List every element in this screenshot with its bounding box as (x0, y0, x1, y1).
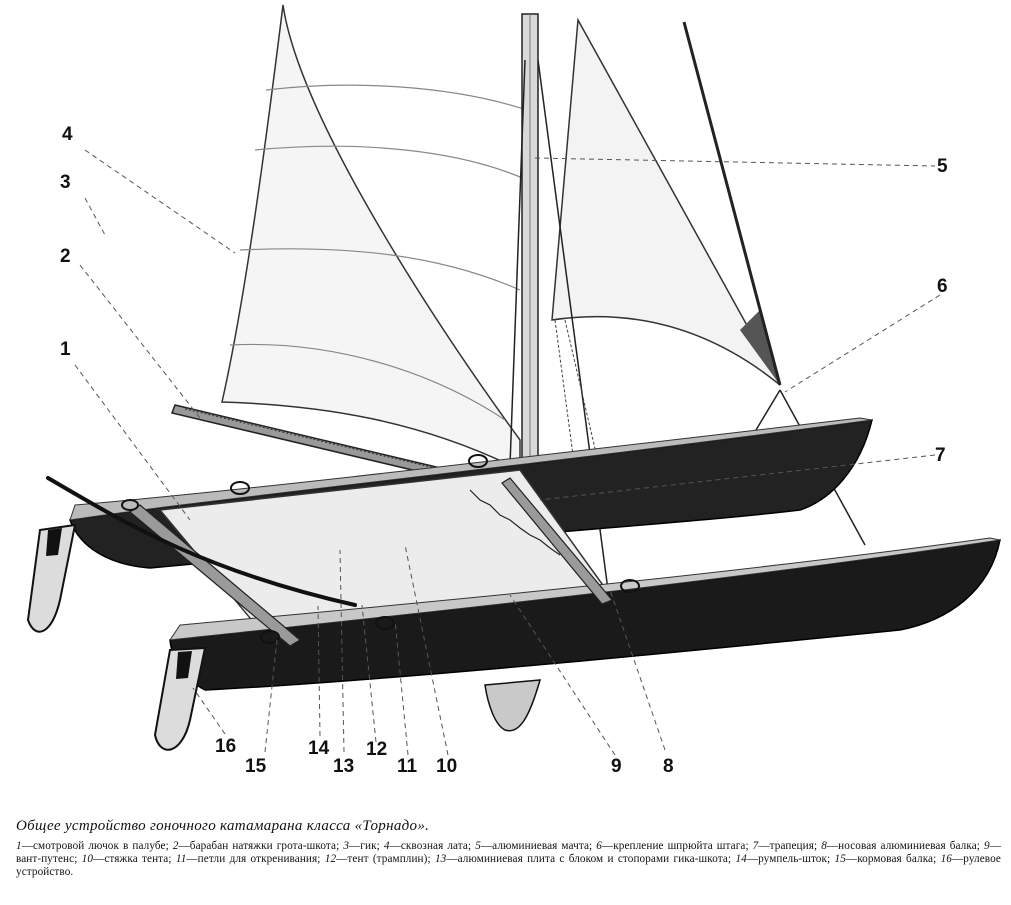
legend-item-number: 9 (984, 840, 990, 852)
callout-2: 2 (60, 246, 71, 267)
legend-item-number: 6 (596, 840, 602, 852)
legend-item-text: —крепление шпрюйта штага; (601, 840, 749, 852)
mainsail (221, 4, 521, 472)
legend-item: 9—вант-путенс; (16, 840, 1001, 865)
callout-1: 1 (60, 339, 71, 360)
jib-sail (551, 17, 781, 386)
legend-item-text: —сквозная лата; (389, 840, 472, 852)
caption-title: Общее устройство гоночного катамарана кл… (16, 818, 430, 834)
inspection-hatches (121, 454, 640, 644)
callout-7: 7 (935, 445, 946, 466)
legend-item-text: —тент (трамплин); (336, 853, 431, 865)
callout-9: 9 (611, 756, 622, 777)
callout-12: 12 (366, 739, 387, 760)
callout-6: 6 (937, 276, 948, 297)
legend-item: 11—петли для откренивания; (176, 853, 321, 865)
rudders (26, 523, 207, 751)
legend-item: 10—стяжка тента; (82, 853, 172, 865)
figure-caption: Общее устройство гоночного катамарана кл… (16, 818, 1001, 879)
legend-item: 12—тент (трамплин); (325, 853, 431, 865)
legend-item: 16—рулевое устройство. (16, 853, 1001, 878)
centreboard (484, 679, 542, 732)
far-hull-deck (69, 417, 873, 521)
legend-item-text: —носовая алюминиевая балка; (826, 840, 981, 852)
legend-item: 13—алюминиевая плита с блоком и стопорам… (435, 853, 731, 865)
callout-3: 3 (60, 172, 71, 193)
legend-item-text: —кормовая балка; (845, 853, 937, 865)
callout-14: 14 (308, 738, 330, 759)
legend-item: 15—кормовая балка; (835, 853, 937, 865)
legend-item: 4—сквозная лата; (384, 840, 471, 852)
callout-15: 15 (245, 756, 267, 777)
legend-item-number: 15 (834, 853, 846, 865)
callout-4: 4 (62, 124, 73, 145)
legend-item: 5—алюминиевая мачта; (475, 840, 592, 852)
trampoline-lacing (469, 489, 561, 556)
catamaran-diagram: 1 2 3 4 5 6 7 8 9 10 11 12 13 14 15 16 (26, 4, 1001, 777)
caption-legend: 1—смотровой лючок в палубе; 2—барабан на… (16, 840, 1001, 879)
legend-item-text: —смотровой лючок в палубе; (21, 840, 169, 852)
callout-10: 10 (436, 756, 457, 777)
legend-item: 2—барабан натяжки грота-шкота; (173, 840, 340, 852)
sail-battens (229, 84, 528, 421)
legend-item-number: 12 (324, 853, 337, 865)
near-hull-deck (168, 537, 1001, 641)
legend-item-text: —вант-путенс; (16, 840, 1002, 865)
leader-lines (74, 149, 941, 756)
legend-item-number: 1 (16, 840, 22, 852)
trapeze-wires (554, 319, 601, 471)
legend-item-text: —алюминиевая мачта; (480, 840, 593, 852)
callout-8: 8 (663, 756, 674, 777)
tiller-extension (46, 476, 357, 607)
legend-item-number: 11 (175, 853, 187, 865)
legend-item-number: 5 (475, 840, 481, 852)
jib-shading (740, 310, 780, 385)
legend-item: 14—румпель-шток; (735, 853, 830, 865)
legend-item-number: 8 (821, 840, 827, 852)
legend-item-text: —гик; (349, 840, 380, 852)
legend-item: 6—крепление шпрюйта штага; (596, 840, 748, 852)
callout-16: 16 (215, 736, 236, 757)
legend-item-text: —румпель-шток; (746, 853, 831, 865)
legend-item-text: —алюминиевая плита с блоком и стопорами … (446, 853, 732, 865)
legend-item-text: —трапеция; (758, 840, 818, 852)
legend-item-number: 3 (343, 840, 350, 852)
legend-item-text: —барабан натяжки грота-шкота; (178, 840, 340, 852)
legend-item-number: 10 (81, 853, 94, 865)
callout-13: 13 (333, 756, 354, 777)
legend-item-number: 14 (735, 853, 747, 865)
forestay (682, 21, 782, 386)
callout-5: 5 (937, 156, 948, 177)
legend-item-number: 4 (383, 840, 390, 852)
legend-item: 1—смотровой лючок в палубе; (16, 840, 169, 852)
legend-item-number: 13 (434, 853, 447, 865)
legend-item-text: —стяжка тента; (93, 853, 172, 865)
callout-11: 11 (397, 756, 418, 777)
callout-numbers: 1 2 3 4 5 6 7 8 9 10 11 12 13 14 15 16 (60, 124, 948, 777)
legend-item-text: —рулевое устройство. (16, 853, 1001, 878)
legend-item-number: 2 (172, 840, 179, 852)
legend-item-text: —петли для откренивания; (186, 853, 321, 865)
legend-item-number: 16 (940, 853, 952, 865)
legend-item: 7—трапеция; (753, 840, 818, 852)
legend-item: 3—гик; (343, 840, 380, 852)
legend-item-number: 7 (752, 840, 759, 852)
legend-item: 8—носовая алюминиевая балка; (821, 840, 980, 852)
